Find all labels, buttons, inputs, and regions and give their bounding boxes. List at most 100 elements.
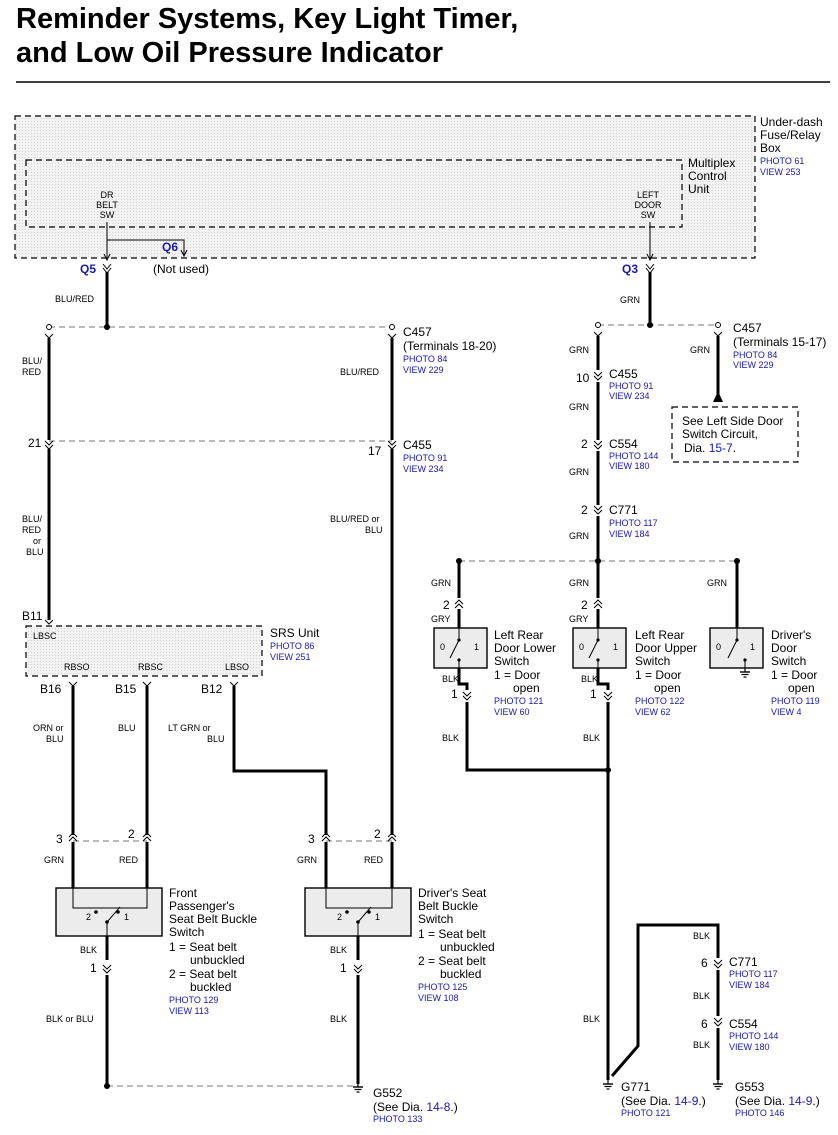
door1-view: VIEW 60 (494, 707, 530, 717)
dr-belt-label3: SW (100, 210, 115, 220)
c455a-name: C455 (403, 438, 432, 452)
door1-state1: 1 = Door (494, 668, 540, 682)
wire-label-brb-d: BLU (26, 547, 44, 557)
wire-label-red-ds: RED (364, 855, 384, 865)
fp-state1b: unbuckled (190, 953, 245, 967)
fuse-box-name3: Box (760, 141, 781, 155)
c455b-photo: PHOTO 91 (609, 381, 653, 391)
splice-c457-left (46, 324, 52, 330)
ds-view: VIEW 108 (418, 993, 459, 1003)
c457b-terminals: (Terminals 15-17) (733, 335, 826, 349)
pin-ds-3: 3 (308, 832, 315, 846)
door3-pos-0: 0 (716, 642, 721, 652)
wire-label-blk-d2b: BLK (583, 733, 600, 743)
wire-label-blu-red-right: BLU/RED (340, 367, 380, 377)
fp-pos-2: 2 (86, 912, 91, 922)
see-left-2: Switch Circuit, (682, 427, 758, 441)
door3-view: VIEW 4 (771, 707, 802, 717)
fp-contact-2 (94, 910, 98, 914)
c771a-photo: PHOTO 117 (609, 518, 658, 528)
wire-label-blk-g2: BLK (693, 1040, 710, 1050)
c771a-chevrons (593, 505, 603, 515)
door2-contact-a (596, 638, 600, 642)
seat-bottom-chevrons (102, 964, 363, 974)
door1-pos-0: 0 (440, 642, 445, 652)
c457b-chevrons (593, 331, 723, 337)
door1-pin-top: 2 (443, 598, 450, 612)
wire-label-orn-b: BLU (46, 734, 64, 744)
wire-label-blu: BLU (118, 723, 136, 733)
c457a-photo: PHOTO 84 (403, 354, 447, 364)
pin-fp-2: 2 (128, 827, 135, 841)
door-switch-2 (572, 627, 627, 669)
pin-ds-1: 1 (340, 961, 347, 975)
srs-pin-b15: B15 (115, 682, 137, 696)
g771-photo: PHOTO 121 (621, 1108, 670, 1118)
wire-srs-b16-b15 (71, 686, 149, 835)
srs-lbso: LBSO (225, 662, 249, 672)
fp-contact-1 (116, 910, 120, 914)
wire-label-blk-d1b: BLK (442, 733, 459, 743)
wire-label-blk-ds2: BLK (330, 1014, 347, 1024)
multiplex-control-unit (25, 159, 683, 228)
ds-contact-2 (345, 910, 349, 914)
fp-pivot (105, 920, 109, 924)
door3-contact-b (743, 658, 747, 662)
fp-name2: Passenger's (169, 899, 235, 913)
c455a-chevrons (44, 440, 397, 450)
c771b-pin: 6 (701, 956, 708, 970)
ds-state2: 2 = Seat belt (418, 954, 486, 968)
see-left-side-door-box (671, 406, 799, 463)
wire-label-blk-d1: BLK (442, 674, 459, 684)
c457a-terminals: (Terminals 18-20) (403, 339, 496, 353)
srs-view: VIEW 251 (270, 652, 311, 662)
fp-name4: Switch (169, 925, 204, 939)
ds-photo: PHOTO 125 (418, 982, 467, 992)
mcu-arrows (103, 249, 654, 262)
srs-rbso: RBSO (64, 662, 90, 672)
splice-q5 (104, 324, 110, 330)
splice-c457b-left (595, 322, 601, 328)
c554a-pin: 2 (581, 437, 588, 451)
door2-contact-b (596, 658, 600, 662)
wire-label-grn-4: GRN (569, 531, 589, 541)
c554a-name: C554 (609, 437, 638, 451)
door1-photo: PHOTO 121 (494, 696, 543, 706)
wire-label-grn-c457b: GRN (690, 345, 710, 355)
c455a-view: VIEW 234 (403, 464, 444, 474)
c455b-view: VIEW 234 (609, 391, 650, 401)
mcu-internal-lines (106, 222, 651, 260)
ds-name2: Belt Buckle (418, 899, 478, 913)
fp-switch-internal (72, 888, 148, 909)
door1-name1: Left Rear (494, 628, 543, 642)
fp-pos-1: 1 (124, 912, 129, 922)
wire-label-blk-or-blu: BLK or BLU (46, 1014, 94, 1024)
c771b-photo: PHOTO 117 (729, 969, 778, 979)
splice-q3 (647, 322, 653, 328)
wire-label-grn-d3: GRN (707, 578, 727, 588)
left-door-label2: DOOR (635, 200, 663, 210)
c457a-view: VIEW 229 (403, 365, 444, 375)
door3-name1: Driver's (771, 628, 811, 642)
c455a-pin-right: 17 (368, 444, 382, 458)
srs-pin-b12: B12 (201, 682, 223, 696)
door1-pos-1: 1 (474, 642, 479, 652)
wire-label-red-fp: RED (119, 855, 139, 865)
wire-label-grn-q3: GRN (620, 295, 640, 305)
c554b-name: C554 (729, 1017, 758, 1031)
c771a-name: C771 (609, 503, 638, 517)
c457b-view: VIEW 229 (733, 360, 774, 370)
wires-gry (457, 609, 600, 628)
fp-name1: Front (169, 886, 198, 900)
door1-contact-b (457, 658, 461, 662)
wire-label-grn-3: GRN (569, 467, 589, 477)
door2-pin-bot: 1 (590, 687, 597, 701)
wire-label-ltgrn-a: LT GRN or (168, 723, 211, 733)
door2-pos-1: 1 (613, 642, 618, 652)
door3-state1: 1 = Door (771, 668, 817, 682)
c455b-chevrons (593, 371, 603, 381)
door1-name2: Door Lower (494, 641, 556, 655)
door1-pin-bot: 1 (451, 687, 458, 701)
wire-label-blk-d2: BLK (581, 674, 598, 684)
ds-contact-1 (367, 910, 371, 914)
